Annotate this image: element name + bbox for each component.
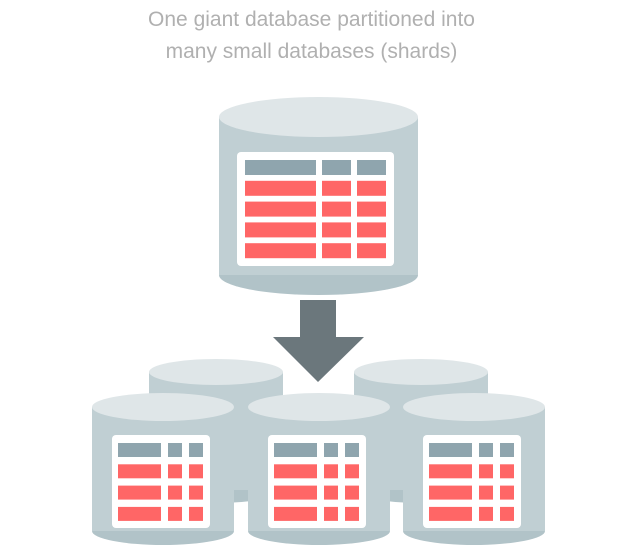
table-header-cell — [168, 443, 182, 457]
table-cell — [357, 201, 386, 217]
table-cell — [189, 506, 203, 521]
cylinder-top — [354, 359, 488, 385]
table-cell — [168, 506, 182, 521]
table-icon — [268, 435, 366, 528]
table-header-cell — [322, 160, 351, 175]
table-cell — [500, 506, 514, 521]
table-header-cell — [479, 443, 493, 457]
table-cell — [168, 464, 182, 479]
table-header-cell — [357, 160, 386, 175]
table-cell — [345, 485, 359, 500]
table-header-cell — [324, 443, 338, 457]
table-cell — [322, 243, 351, 259]
table-cell — [324, 506, 338, 521]
table-header-cell — [429, 443, 472, 457]
table-cell — [274, 485, 317, 500]
table-header-cell — [118, 443, 161, 457]
table-cell — [274, 464, 317, 479]
table-cell — [357, 243, 386, 259]
table-cell — [245, 180, 316, 196]
table-header-cell — [274, 443, 317, 457]
shard-front-right — [403, 393, 545, 545]
table-cell — [245, 243, 316, 259]
table-cell — [245, 201, 316, 217]
diagram-title: One giant database partitioned into many… — [0, 4, 623, 68]
table-cell — [357, 222, 386, 238]
table-cell — [324, 464, 338, 479]
table-icon — [112, 435, 210, 528]
table-cell — [345, 506, 359, 521]
table-cell — [429, 506, 472, 521]
table-cell — [322, 201, 351, 217]
table-cell — [429, 485, 472, 500]
cylinder-top — [149, 359, 283, 385]
cylinder-top — [403, 393, 545, 421]
table-cell — [322, 222, 351, 238]
arrow-down-icon — [273, 300, 364, 382]
table-background — [112, 435, 210, 528]
table-cell — [479, 506, 493, 521]
title-line-1: One giant database partitioned into — [148, 8, 475, 31]
table-header-cell — [345, 443, 359, 457]
table-cell — [245, 222, 316, 238]
table-cell — [479, 485, 493, 500]
cylinder-top — [219, 97, 418, 137]
shard-front-left — [92, 393, 234, 545]
table-cell — [479, 464, 493, 479]
shard-front-center — [248, 393, 390, 545]
table-cell — [118, 485, 161, 500]
table-header-cell — [189, 443, 203, 457]
table-background — [423, 435, 521, 528]
table-cell — [357, 180, 386, 196]
table-cell — [429, 464, 472, 479]
cylinder-top — [248, 393, 390, 421]
table-cell — [322, 180, 351, 196]
table-cell — [189, 464, 203, 479]
title-line-2: many small databases (shards) — [165, 40, 458, 63]
table-icon — [423, 435, 521, 528]
table-cell — [118, 464, 161, 479]
table-cell — [168, 485, 182, 500]
table-icon — [237, 152, 394, 266]
table-cell — [189, 485, 203, 500]
table-background — [268, 435, 366, 528]
table-cell — [118, 506, 161, 521]
table-cell — [274, 506, 317, 521]
table-header-cell — [500, 443, 514, 457]
table-cell — [500, 464, 514, 479]
table-header-cell — [245, 160, 316, 175]
table-cell — [500, 485, 514, 500]
cylinder-top — [92, 393, 234, 421]
giant-database — [219, 97, 418, 295]
table-cell — [324, 485, 338, 500]
table-cell — [345, 464, 359, 479]
